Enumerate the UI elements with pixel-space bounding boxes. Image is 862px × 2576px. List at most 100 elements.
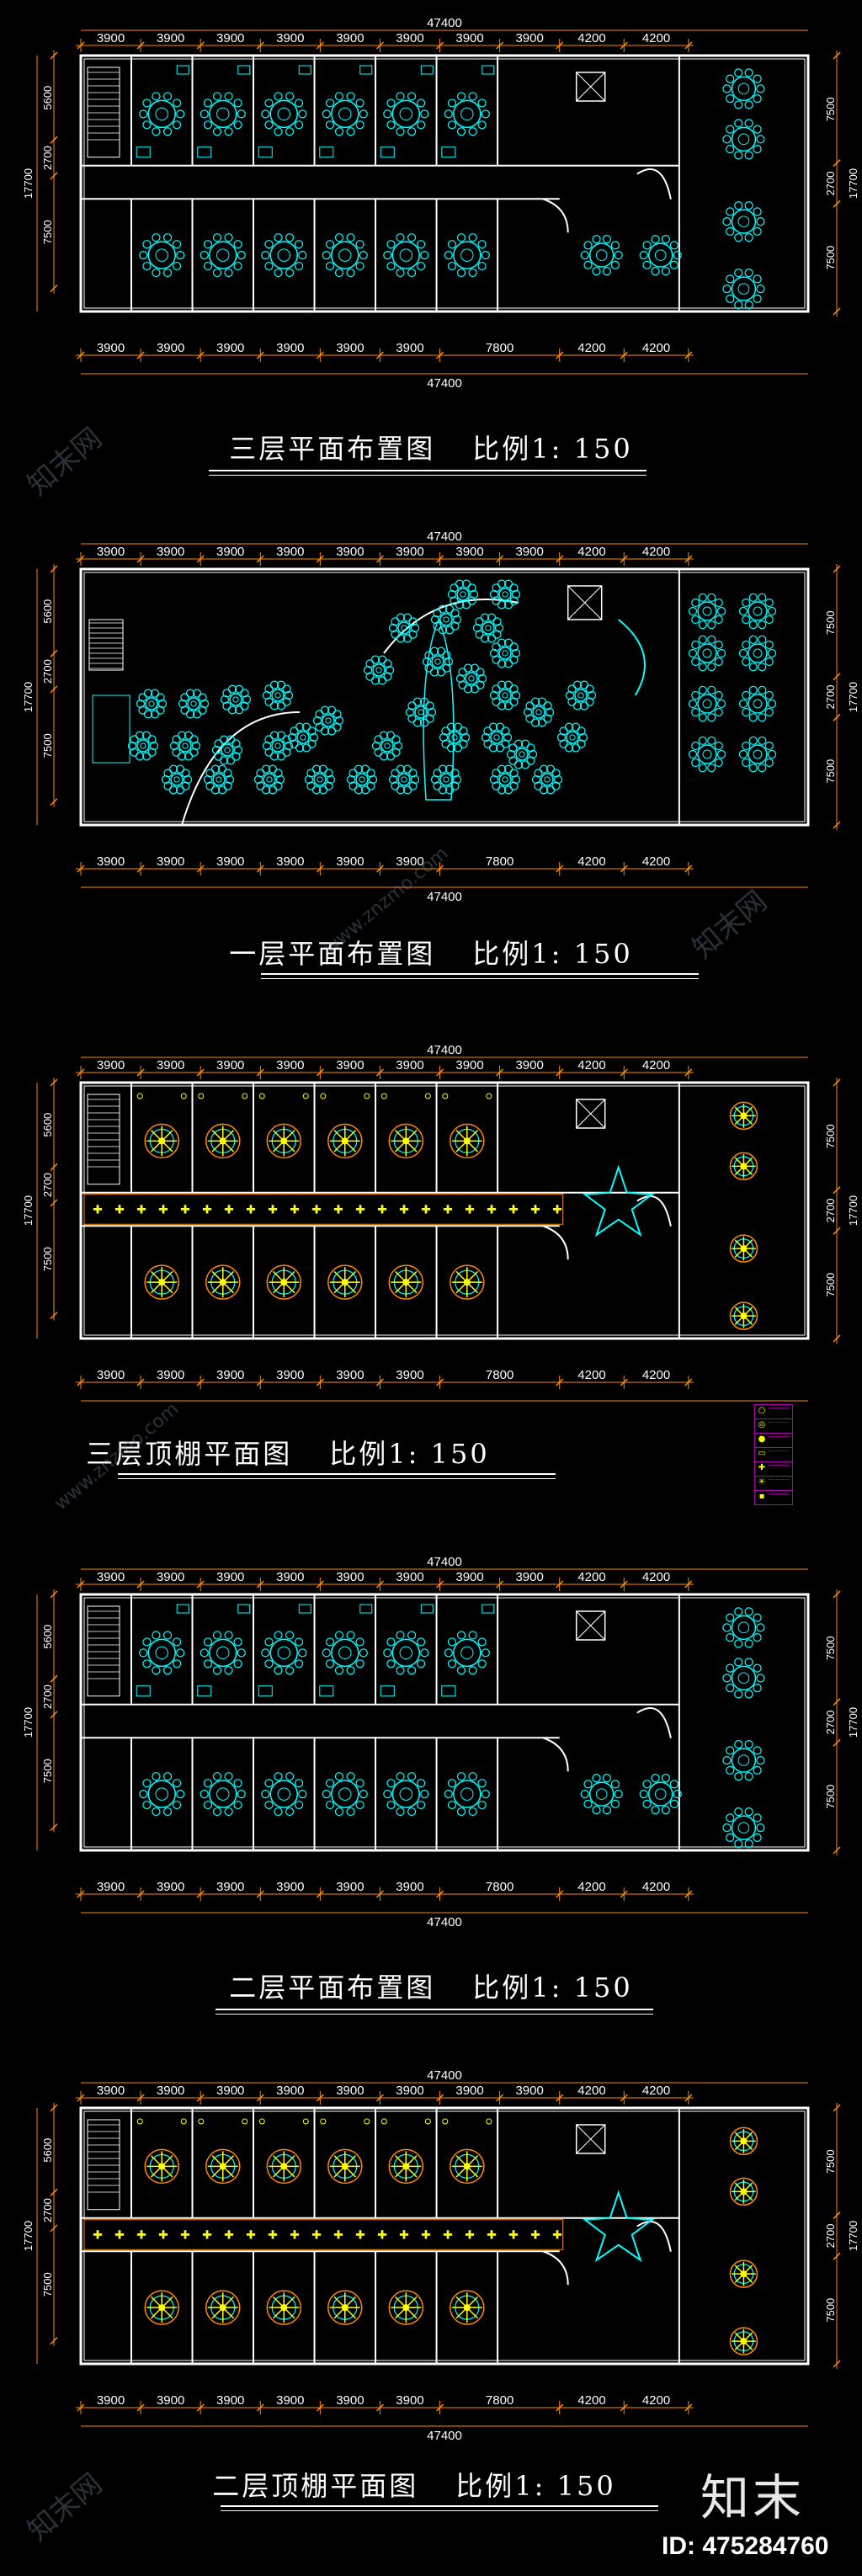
- chair: [163, 769, 173, 778]
- chair: [386, 752, 396, 761]
- chair: [468, 1772, 477, 1781]
- legend-row: ●: [755, 1434, 792, 1448]
- chandelier-center: [341, 2304, 349, 2312]
- curved-wall: [636, 1707, 672, 1738]
- chair: [744, 1739, 753, 1749]
- cross-light: ✚: [136, 1203, 146, 1216]
- round-table: [391, 1638, 421, 1668]
- chair: [412, 697, 423, 706]
- chair: [764, 707, 774, 717]
- chair: [383, 672, 392, 681]
- chair: [564, 743, 574, 753]
- dimension-tick: [50, 1590, 58, 1599]
- chair: [212, 1807, 222, 1817]
- star-ceiling-feature: [582, 1164, 655, 1237]
- dimension-label: 3900: [216, 2084, 244, 2098]
- chair: [450, 769, 460, 778]
- downlight: [180, 2118, 187, 2125]
- reception-desk: [92, 695, 130, 764]
- lazy-susan: [401, 776, 407, 783]
- curved-wall: [542, 1737, 569, 1772]
- stair: [87, 1605, 120, 1697]
- chair: [698, 620, 707, 630]
- lazy-susan: [399, 1646, 412, 1660]
- cross-light: ✚: [465, 1203, 475, 1216]
- chair: [571, 743, 581, 753]
- chair: [142, 1779, 152, 1788]
- chair: [508, 743, 518, 753]
- round-table: [355, 773, 369, 786]
- chair: [407, 127, 417, 136]
- chair: [468, 1807, 477, 1817]
- chair: [210, 785, 221, 795]
- chair: [492, 781, 501, 790]
- round-table: [566, 731, 579, 744]
- sofa: [319, 1685, 334, 1697]
- chair: [396, 233, 405, 242]
- cross-light: ✚: [530, 1203, 540, 1216]
- chandelier-center: [280, 2304, 288, 2312]
- plan-title: 二层平面布置图: [229, 1972, 436, 2004]
- chair: [468, 92, 477, 101]
- chair: [551, 781, 561, 790]
- chair: [753, 1833, 762, 1842]
- lazy-susan: [266, 776, 273, 783]
- chair: [269, 680, 279, 689]
- dimension-label: 3900: [455, 545, 483, 559]
- dimension-label: 3900: [515, 1058, 543, 1072]
- chair: [264, 1637, 274, 1647]
- dimension-label: 3900: [396, 1570, 423, 1584]
- legend-row: ◎: [755, 1419, 792, 1434]
- chair: [226, 735, 236, 744]
- chair: [274, 1807, 283, 1817]
- chair: [476, 668, 485, 677]
- chair: [130, 748, 139, 757]
- chair: [513, 739, 524, 748]
- downlight: [442, 2118, 449, 2125]
- chair: [405, 707, 415, 717]
- chair: [282, 735, 291, 744]
- exhaust-icon: ▪: [758, 1492, 765, 1501]
- chair: [531, 774, 541, 785]
- chair: [152, 233, 161, 242]
- chair: [758, 764, 767, 773]
- chair: [744, 233, 753, 242]
- chair: [447, 120, 457, 130]
- sofa: [197, 146, 212, 158]
- chair: [453, 743, 463, 753]
- dimension-label: 17700: [22, 1707, 35, 1738]
- chair: [396, 1631, 405, 1640]
- chair: [298, 1790, 307, 1799]
- chair: [433, 769, 442, 778]
- dimension-tick: [833, 1698, 841, 1706]
- chair: [176, 1648, 185, 1658]
- chair: [707, 764, 716, 773]
- chair: [333, 710, 342, 719]
- chair: [285, 233, 295, 242]
- lazy-susan: [359, 776, 365, 783]
- round-table: [748, 643, 768, 663]
- chair: [396, 1807, 405, 1817]
- ceiling-ring: [266, 2148, 302, 2185]
- chandelier-center: [740, 1112, 748, 1120]
- side-cabinet: [359, 65, 373, 75]
- dimension-label: 5600: [41, 1625, 54, 1649]
- chair: [698, 635, 707, 644]
- chair: [722, 1756, 732, 1765]
- chair: [366, 781, 375, 790]
- chair: [726, 274, 735, 284]
- chair: [142, 1659, 152, 1669]
- chair: [742, 707, 751, 717]
- chair: [444, 1648, 453, 1658]
- chair: [203, 1779, 213, 1788]
- downlight: [442, 1093, 449, 1099]
- elevator: [575, 2124, 606, 2154]
- chair: [142, 240, 152, 249]
- chair: [355, 240, 364, 249]
- chair: [315, 722, 324, 732]
- chair: [726, 94, 735, 104]
- chair: [534, 781, 543, 790]
- chair: [172, 240, 182, 249]
- dimension-label: 17700: [847, 682, 859, 712]
